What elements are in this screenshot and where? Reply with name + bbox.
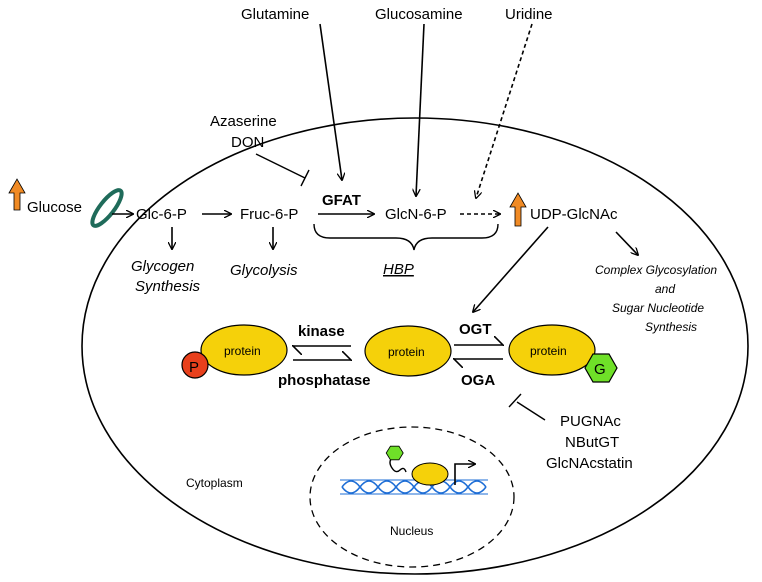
hbp-brace [313, 223, 499, 251]
label-sugar-synthesis: Synthesis [645, 320, 697, 334]
label-glcn-6-p: GlcN-6-P [385, 206, 447, 223]
label-glcnacstatin: GlcNAcstatin [546, 455, 633, 472]
label-glycogen: Glycogen [131, 258, 194, 275]
glucosamine-arrow [416, 23, 425, 196]
unmodified-protein-label: protein [388, 345, 425, 359]
label-fruc-6-p: Fruc-6-P [240, 206, 298, 223]
tf-linker [389, 457, 407, 473]
phosphate-badge-label: P [189, 359, 199, 376]
phosphate-badge-icon [181, 351, 209, 379]
phospho-protein [200, 324, 288, 376]
label-uridine: Uridine [505, 6, 553, 23]
label-glc-6-p: Glc-6-P [136, 206, 187, 223]
label-pugnac: PUGNAc [560, 413, 621, 430]
label-don: DON [231, 134, 264, 151]
nucleus-envelope [309, 426, 515, 568]
azaserine-inhibition-line [255, 153, 306, 179]
label-complex-glycosylation: Complex Glycosylation [595, 263, 717, 277]
transcription-start-arrow [454, 464, 475, 485]
transcription-factor [411, 462, 449, 486]
glucose-transporter-icon [90, 188, 124, 228]
label-glycolysis: Glycolysis [230, 262, 298, 279]
phospho-protein-label: protein [224, 344, 261, 358]
label-sugar-nucleotide: Sugar Nucleotide [612, 301, 704, 315]
label-phosphatase: phosphatase [278, 372, 371, 389]
glcnac-badge-icon [584, 353, 618, 383]
label-ogt: OGT [459, 321, 492, 338]
udp-to-complex-arrow [615, 231, 638, 255]
oga-inhibition-bar [508, 393, 522, 408]
label-glucosamine: Glucosamine [375, 6, 463, 23]
label-udp-glcnac: UDP-GlcNAc [530, 206, 618, 223]
glcnac-protein [508, 324, 596, 376]
label-complex-and: and [655, 282, 675, 296]
glutamine-arrow [319, 23, 342, 180]
glcnac-badge-label: G [594, 361, 606, 378]
glucose-up-arrow-icon [8, 178, 26, 211]
unmodified-protein [364, 325, 452, 377]
label-gfat: GFAT [322, 192, 361, 209]
label-hbp: HBP [383, 261, 414, 278]
dna-helix-icon [340, 479, 488, 495]
label-glutamine: Glutamine [241, 6, 309, 23]
glcnac-protein-label: protein [530, 344, 567, 358]
label-cytoplasm: Cytoplasm [186, 476, 243, 490]
label-nucleus: Nucleus [390, 524, 433, 538]
azaserine-inhibition-bar [300, 169, 310, 187]
oga-inhibition-line [516, 401, 546, 421]
label-nbutgt: NButGT [565, 434, 619, 451]
label-kinase: kinase [298, 323, 345, 340]
cell-membrane [81, 117, 749, 575]
label-oga: OGA [461, 372, 495, 389]
uridine-arrow [476, 23, 533, 198]
label-glycogen-synthesis: Synthesis [135, 278, 201, 295]
udp-glcnac-up-arrow-icon [509, 192, 527, 227]
label-azaserine: Azaserine [210, 113, 277, 130]
label-glucose: Glucose [27, 199, 82, 216]
tf-glcnac-icon [385, 445, 404, 461]
udp-to-ogt-arrow [473, 226, 549, 312]
